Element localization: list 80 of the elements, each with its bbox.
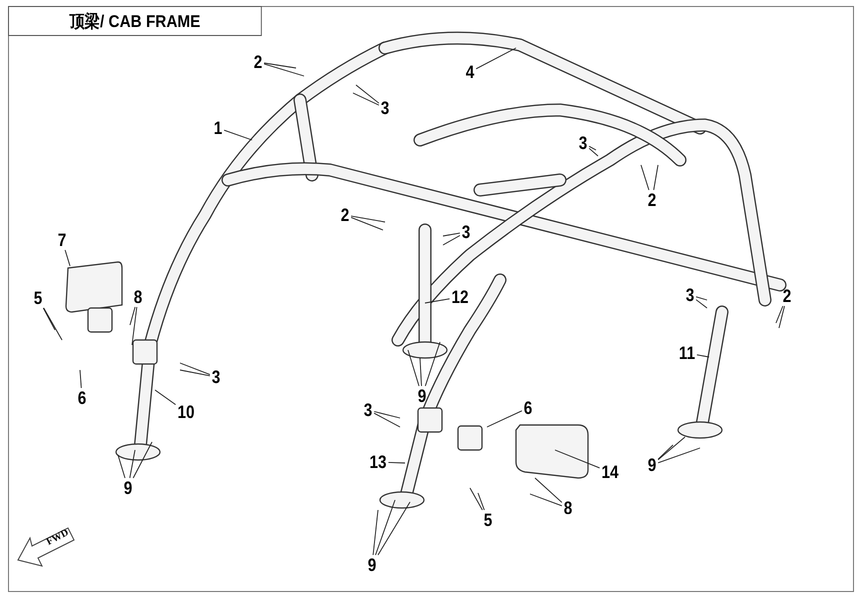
leader-line <box>534 478 562 503</box>
leader-line <box>554 450 600 468</box>
leader-line <box>640 164 650 190</box>
leader-line <box>80 370 82 388</box>
leader-line <box>43 308 62 340</box>
callout-number: 3 <box>684 286 696 304</box>
leader-line <box>374 412 400 428</box>
callout-number: 9 <box>646 456 658 474</box>
leader-line <box>374 411 400 418</box>
callout-number: 6 <box>522 399 534 417</box>
callout-number: 3 <box>380 99 390 117</box>
leader-line <box>776 306 784 324</box>
leader-line <box>375 500 396 556</box>
leader-line <box>658 444 674 460</box>
leader-line <box>264 62 296 68</box>
callout-number: 9 <box>416 387 428 405</box>
leader-line <box>352 92 380 106</box>
leader-line <box>42 308 56 330</box>
callout-number: 8 <box>132 288 144 306</box>
callout-number: 4 <box>464 63 476 81</box>
leader-line <box>478 492 485 510</box>
leader-line <box>130 306 136 326</box>
leader-line <box>476 48 516 70</box>
callout-number: 5 <box>32 289 44 307</box>
leader-line <box>696 299 708 308</box>
leader-line <box>530 494 562 506</box>
callout-number: 7 <box>56 231 68 249</box>
leader-line <box>470 488 483 510</box>
callout-number: 12 <box>450 288 470 306</box>
leader-line <box>424 342 440 386</box>
leader-line <box>588 148 598 156</box>
leader-line <box>350 216 386 222</box>
leader-line <box>372 510 378 556</box>
callout-number: 3 <box>460 223 472 241</box>
leader-line <box>132 442 152 478</box>
callout-number: 3 <box>210 368 222 386</box>
callout-number: 2 <box>782 287 792 305</box>
leader-line <box>180 362 210 376</box>
callout-number: 2 <box>646 191 658 209</box>
callout-number: 1 <box>212 119 224 137</box>
leader-line <box>658 448 700 464</box>
leader-line <box>356 84 380 104</box>
leader-line <box>64 250 70 266</box>
leader-line <box>224 130 252 140</box>
leader-line <box>778 306 785 328</box>
leader-line <box>154 390 176 406</box>
leader-line <box>118 454 126 478</box>
leader-line <box>442 232 460 236</box>
callout-number: 3 <box>362 401 374 419</box>
leader-line <box>180 370 210 376</box>
callout-number: 6 <box>76 389 88 407</box>
leader-line <box>420 358 422 386</box>
callout-number: 3 <box>578 134 588 152</box>
leader-line <box>424 298 450 304</box>
callout-number: 8 <box>562 499 574 517</box>
leader-line <box>653 164 658 190</box>
callout-number: 11 <box>678 344 696 362</box>
callout-number: 9 <box>366 556 378 574</box>
direction-label: FWD <box>44 527 71 548</box>
callout-number: 10 <box>176 403 196 421</box>
leader-line <box>408 350 420 386</box>
callout-number: 2 <box>252 53 264 71</box>
callout-number: 2 <box>340 206 350 224</box>
leader-line <box>696 296 708 300</box>
leader-line <box>696 354 710 358</box>
leader-line <box>658 436 686 460</box>
callout-number: 9 <box>122 479 134 497</box>
callout-number: 5 <box>482 511 494 529</box>
leader-line <box>264 63 304 76</box>
callout-number: 13 <box>368 453 388 471</box>
leader-line <box>588 146 596 150</box>
title-block: 顶梁/ CAB FRAME <box>8 6 262 36</box>
leader-line <box>486 410 522 428</box>
leader-line <box>442 235 460 246</box>
leader-line <box>129 450 136 478</box>
leader-line <box>350 216 384 230</box>
leader-line <box>388 462 406 464</box>
leader-line <box>378 502 410 556</box>
leader-line <box>132 306 138 346</box>
callout-number: 14 <box>600 463 620 481</box>
